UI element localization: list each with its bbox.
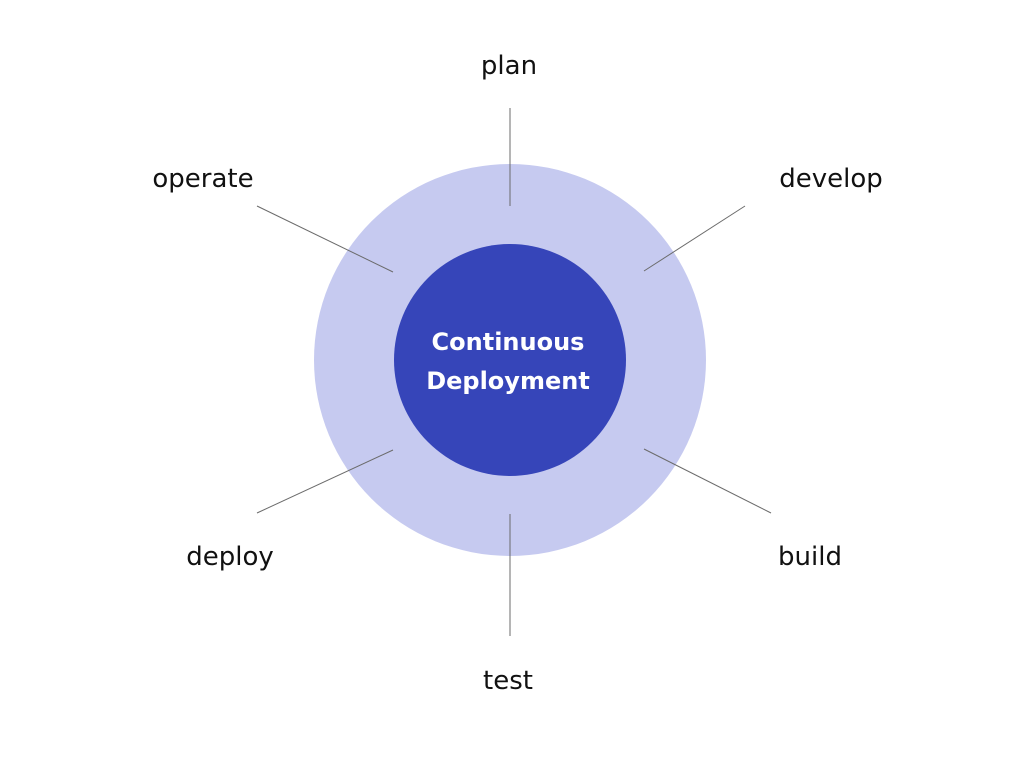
stage-label-test: test bbox=[483, 666, 533, 696]
stage-label-build: build bbox=[778, 542, 842, 572]
connector-develop bbox=[643, 205, 746, 272]
inner-circle bbox=[394, 244, 626, 476]
center-label-line-2: Deployment bbox=[426, 367, 590, 395]
stage-label-develop: develop bbox=[779, 164, 883, 194]
center-label-line-1: Continuous bbox=[432, 328, 585, 356]
connector-operate bbox=[256, 205, 394, 273]
stage-label-operate: operate bbox=[152, 164, 253, 194]
connector-build bbox=[643, 448, 772, 514]
stage-label-deploy: deploy bbox=[186, 542, 274, 572]
stage-label-plan: plan bbox=[481, 51, 537, 81]
connector-deploy bbox=[256, 449, 394, 514]
